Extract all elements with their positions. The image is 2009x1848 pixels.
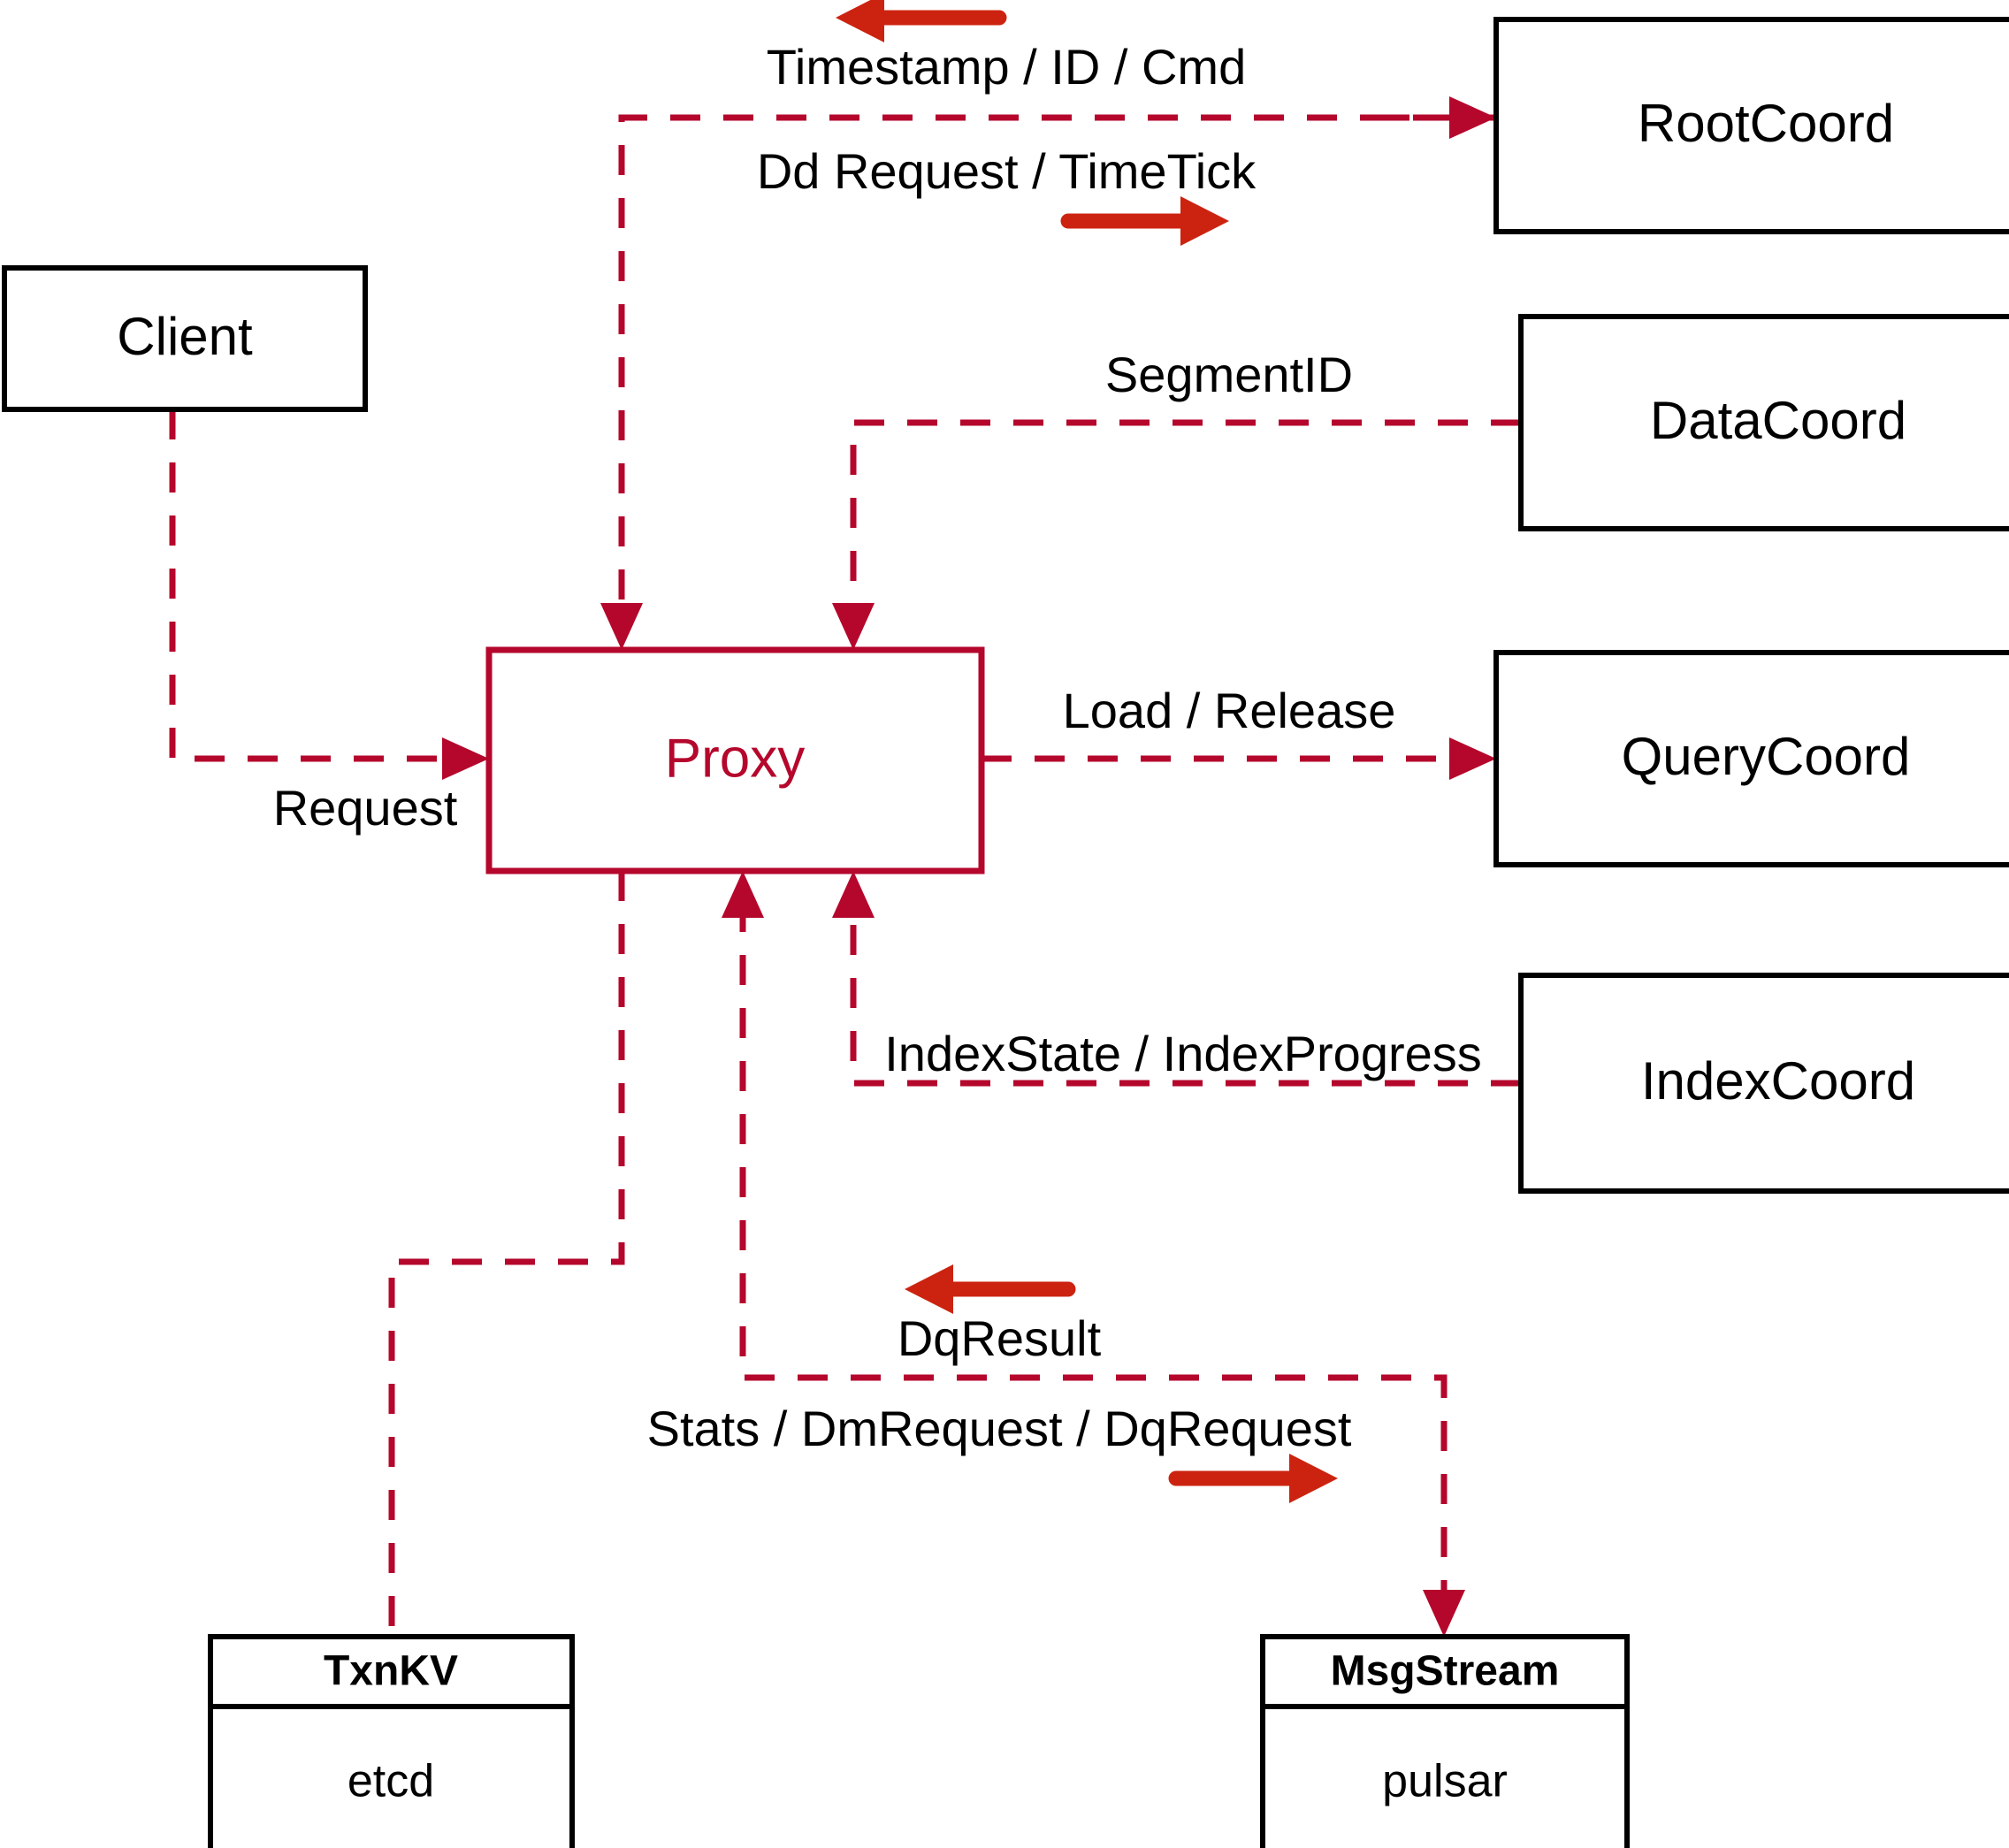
connector-indexcoord-to-proxy bbox=[850, 902, 1521, 1087]
arrowhead-proxy-left bbox=[442, 737, 489, 780]
node-txnkv-sublabel: etcd bbox=[348, 1756, 434, 1807]
node-indexcoord[interactable] bbox=[1518, 973, 2009, 1194]
node-msgstream[interactable] bbox=[1260, 1634, 1630, 1848]
direction-arrow-dqresult-left bbox=[905, 1264, 1076, 1314]
arrowhead-proxy-bottom-right bbox=[832, 871, 875, 918]
arrowhead-proxy-top-left bbox=[600, 603, 643, 650]
edge-label-dd-request-timetick: Dd Request / TimeTick bbox=[757, 143, 1257, 199]
node-querycoord-label: QueryCoord bbox=[1622, 727, 1911, 786]
node-proxy-label: Proxy bbox=[665, 728, 805, 789]
connector-rootcoord-to-proxy bbox=[618, 114, 1496, 619]
direction-arrow-timestamp-left bbox=[836, 0, 1007, 42]
edge-label-timestamp-id-cmd: Timestamp / ID / Cmd bbox=[767, 39, 1246, 95]
node-proxy[interactable] bbox=[485, 646, 985, 874]
arrowhead-proxy-bottom-middle bbox=[722, 871, 764, 918]
node-rootcoord[interactable] bbox=[1493, 17, 2009, 234]
node-client[interactable] bbox=[2, 265, 368, 412]
edge-label-segmentid: SegmentID bbox=[1105, 347, 1353, 402]
node-datacoord[interactable] bbox=[1518, 314, 2009, 531]
node-msgstream-label: MsgStream bbox=[1331, 1648, 1560, 1695]
node-txnkv-label: TxnKV bbox=[324, 1648, 458, 1695]
connector-datacoord-to-proxy bbox=[850, 419, 1521, 619]
connector-client-to-proxy bbox=[169, 409, 460, 762]
node-txnkv[interactable] bbox=[208, 1634, 575, 1848]
node-querycoord[interactable] bbox=[1493, 650, 2009, 867]
edge-label-load-release: Load / Release bbox=[1063, 683, 1396, 738]
arrowhead-proxy-top-right bbox=[832, 603, 875, 650]
arrowhead-rootcoord-left bbox=[1449, 96, 1496, 139]
node-msgstream-sublabel: pulsar bbox=[1382, 1756, 1508, 1807]
connector-proxy-to-txnkv bbox=[388, 871, 625, 1637]
node-indexcoord-label: IndexCoord bbox=[1641, 1051, 1915, 1111]
edge-label-dqresult: DqResult bbox=[898, 1310, 1102, 1366]
node-client-label: Client bbox=[117, 307, 253, 366]
connector-proxy-msgstream bbox=[739, 902, 1448, 1605]
arrowhead-querycoord-left bbox=[1449, 737, 1496, 780]
edge-label-request: Request bbox=[273, 780, 458, 836]
direction-arrow-stats-right bbox=[1168, 1454, 1338, 1503]
direction-arrow-ddrequest-right bbox=[1060, 196, 1229, 246]
node-rootcoord-label: RootCoord bbox=[1638, 94, 1894, 153]
arrowhead-msgstream-top bbox=[1423, 1590, 1465, 1637]
edge-label-indexstate-indexprogress: IndexState / IndexProgress bbox=[884, 1026, 1482, 1081]
node-datacoord-label: DataCoord bbox=[1650, 391, 1906, 450]
edge-label-stats-dmrequest-dqrequest: Stats / DmRequest / DqRequest bbox=[647, 1401, 1352, 1456]
